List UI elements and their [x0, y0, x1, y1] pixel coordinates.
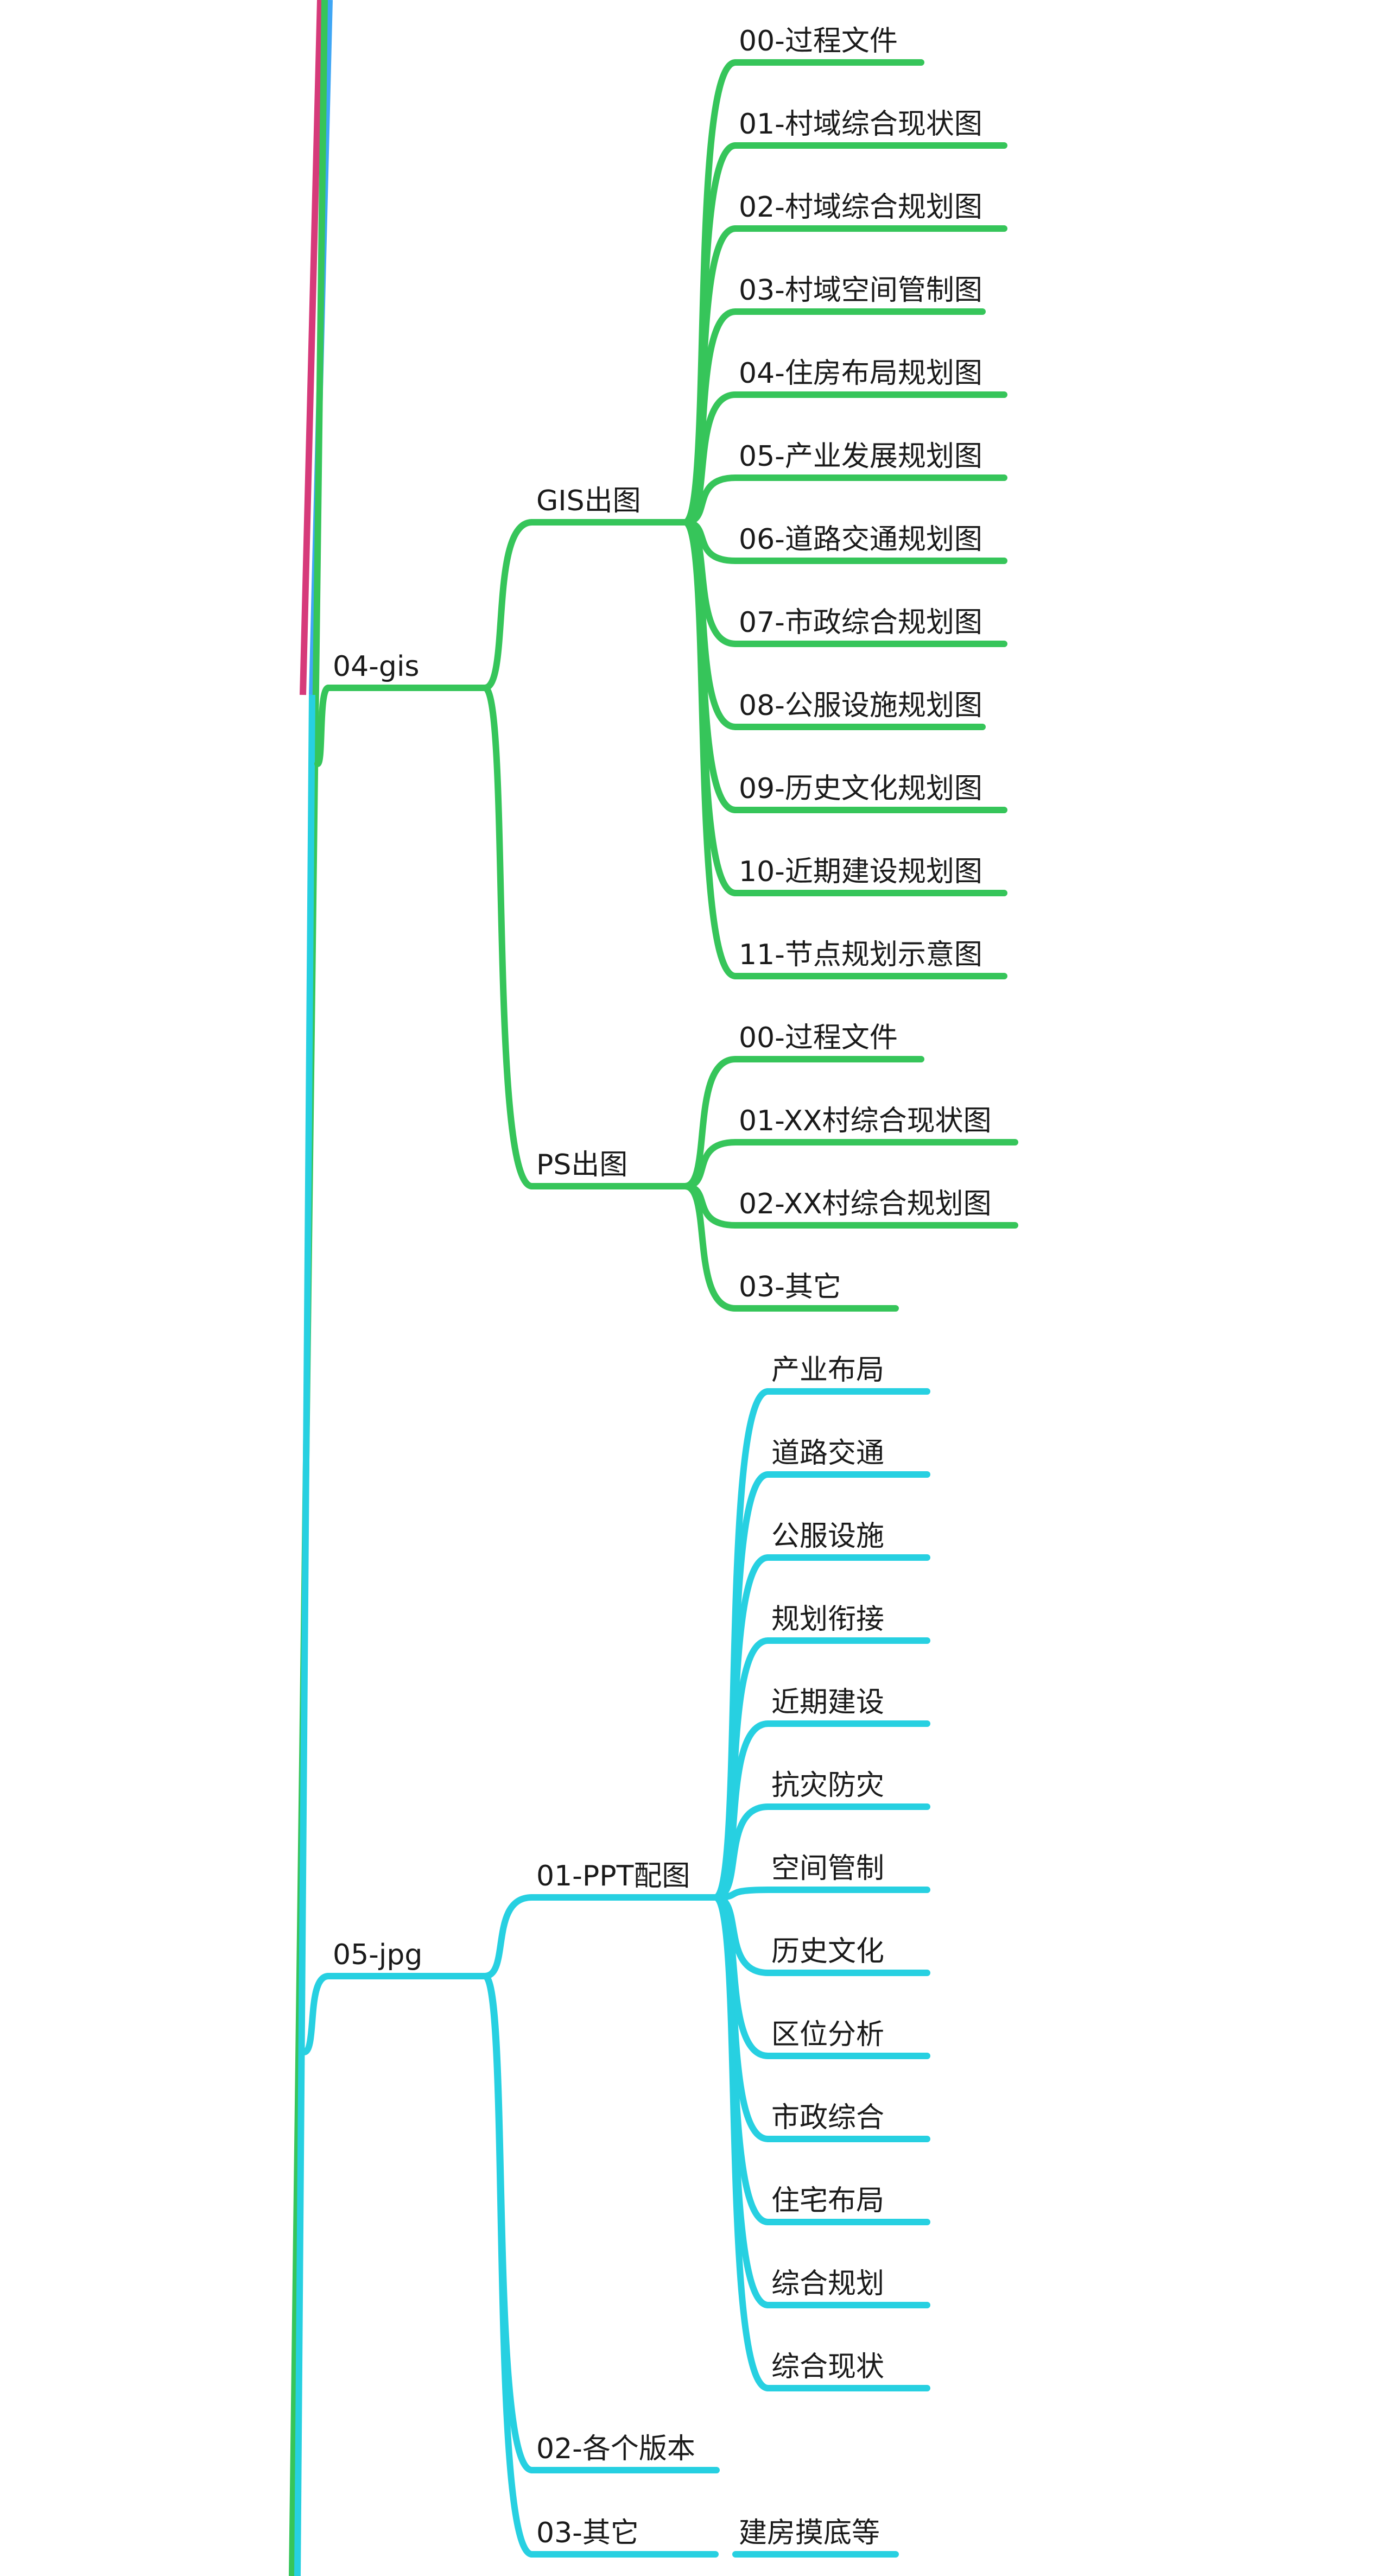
edge-leaf-0-0-1: [682, 142, 739, 526]
subtopic-0-0[interactable]: GIS出图: [536, 485, 641, 517]
edge-branch-0-1: [481, 685, 535, 1189]
edge-leaf-0-0-5: [682, 474, 739, 526]
edge-branch-0-0: [481, 519, 535, 691]
leaf-1-0-1[interactable]: 道路交通: [771, 1437, 884, 1470]
leaf-1-0-2[interactable]: 公服设施: [771, 1520, 884, 1553]
leaf-1-0-7[interactable]: 历史文化: [771, 1935, 884, 1968]
leaf-1-0-5[interactable]: 抗灾防灾: [771, 1769, 884, 1802]
subtopic-0-1[interactable]: PS出图: [536, 1149, 627, 1181]
edge-leaf-0-0-4: [682, 391, 739, 526]
trunk-line-cyan: [294, 694, 315, 2576]
leaf-1-2-0[interactable]: 建房摸底等: [739, 2517, 880, 2549]
leaf-1-0-8[interactable]: 区位分析: [771, 2018, 884, 2051]
leaf-0-0-3[interactable]: 03-村域空间管制图: [739, 274, 982, 307]
branch-edges: [301, 59, 1018, 2558]
leaf-0-1-3[interactable]: 03-其它: [739, 1271, 841, 1303]
topic-05-jpg[interactable]: 05-jpg: [333, 1939, 422, 1971]
edge-leaf-0-1-1: [682, 1139, 739, 1189]
leaf-0-0-10[interactable]: 10-近期建设规划图: [739, 856, 982, 888]
topic-04-gis[interactable]: 04-gis: [333, 650, 419, 683]
leaf-0-0-6[interactable]: 06-道路交通规划图: [739, 523, 982, 556]
edge-leaf-1-0-12: [712, 1894, 771, 2391]
leaf-0-0-11[interactable]: 11-节点规划示意图: [739, 939, 982, 971]
edge-leaf-0-1-0: [682, 1056, 739, 1189]
edge-branch-1-2: [481, 1973, 535, 2558]
leaf-0-0-2[interactable]: 02-村域综合规划图: [739, 191, 982, 224]
edge-05-jpg: [301, 1973, 332, 2055]
leaf-1-0-4[interactable]: 近期建设: [771, 1686, 884, 1719]
leaf-1-0-11[interactable]: 综合规划: [771, 2268, 884, 2300]
edge-leaf-1-0-10: [712, 1894, 771, 2225]
leaf-0-0-1[interactable]: 01-村域综合现状图: [739, 108, 982, 141]
topic-nodes: 04-gis GIS出图 00-过程文件 01-村域综合现状图 02-村域综合规划图 03…: [333, 25, 992, 2549]
edge-04-gis: [314, 685, 332, 767]
edge-branch-1-0: [481, 1894, 535, 1979]
leaf-0-0-8[interactable]: 08-公服设施规划图: [739, 689, 982, 722]
leaf-0-0-7[interactable]: 07-市政综合规划图: [739, 606, 982, 639]
subtopic-1-0[interactable]: 01-PPT配图: [536, 1860, 690, 1893]
edge-leaf-0-0-9: [682, 519, 739, 813]
leaf-1-0-10[interactable]: 住宅布局: [771, 2185, 884, 2217]
edge-leaf-0-1-3: [682, 1183, 739, 1312]
edge-leaf-0-0-10: [682, 519, 739, 896]
trunk-line-magenta: [300, 0, 324, 695]
edge-leaf-1-0-5: [712, 1803, 771, 1901]
subtopic-1-2[interactable]: 03-其它: [536, 2517, 639, 2549]
leaf-0-1-0[interactable]: 00-过程文件: [739, 1022, 898, 1054]
trunk-lines: [289, 0, 333, 2576]
leaf-1-0-0[interactable]: 产业布局: [771, 1354, 884, 1387]
leaf-1-0-9[interactable]: 市政综合: [771, 2102, 884, 2134]
leaf-1-0-3[interactable]: 规划衔接: [771, 1603, 884, 1636]
leaf-0-1-2[interactable]: 02-XX村综合规划图: [739, 1188, 992, 1220]
edge-leaf-0-0-11: [682, 519, 739, 979]
subtopic-1-1[interactable]: 02-各个版本: [536, 2433, 695, 2465]
leaf-1-0-6[interactable]: 空间管制: [771, 1852, 884, 1885]
leaf-0-0-0[interactable]: 00-过程文件: [739, 25, 898, 58]
leaf-0-0-9[interactable]: 09-历史文化规划图: [739, 773, 982, 805]
leaf-0-0-5[interactable]: 05-产业发展规划图: [739, 440, 982, 473]
leaf-0-1-1[interactable]: 01-XX村综合现状图: [739, 1105, 992, 1137]
leaf-1-0-12[interactable]: 综合现状: [771, 2351, 884, 2383]
leaf-0-0-4[interactable]: 04-住房布局规划图: [739, 357, 982, 390]
